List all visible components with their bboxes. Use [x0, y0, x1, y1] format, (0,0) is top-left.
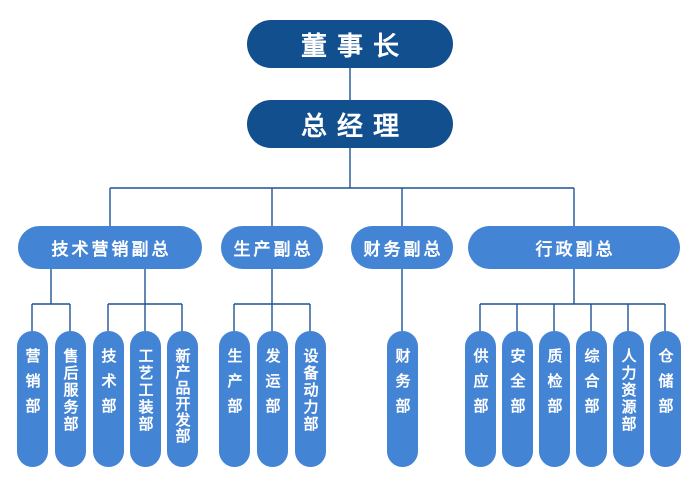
node-dept-safety: 安全部 [501, 331, 533, 467]
node-label: 营销部 [23, 348, 42, 423]
node-label: 售后服务部 [61, 348, 80, 433]
node-dept-production: 生产部 [218, 331, 250, 467]
node-dept-supply: 供应部 [464, 331, 496, 467]
node-dept-after-sales-service: 售后服务部 [54, 331, 86, 467]
node-label: 新产品开发部 [173, 348, 192, 444]
node-label: 质检部 [545, 348, 564, 423]
node-label: 设备动力部 [301, 348, 320, 433]
node-label: 生产部 [225, 348, 244, 423]
node-dept-warehouse: 仓储部 [649, 331, 681, 467]
node-dept-technology: 技术部 [92, 331, 124, 467]
node-label: 技术部 [99, 348, 118, 423]
node-label: 生产副总 [233, 240, 314, 260]
node-dept-shipping: 发运部 [256, 331, 288, 467]
node-label: 董事长 [300, 31, 409, 62]
node-label: 财务副总 [363, 240, 444, 260]
node-vp-tech-marketing: 技术营销副总 [18, 226, 202, 269]
node-label: 安全部 [508, 348, 527, 423]
node-vp-production: 生产副总 [221, 226, 323, 269]
node-label: 仓储部 [656, 348, 675, 423]
node-label: 发运部 [263, 348, 282, 423]
node-general-manager: 总经理 [247, 100, 453, 148]
node-dept-general-affairs: 综合部 [575, 331, 607, 467]
node-dept-finance: 财务部 [386, 331, 418, 467]
node-dept-human-resources: 人力资源部 [612, 331, 644, 467]
node-dept-quality-inspection: 质检部 [538, 331, 570, 467]
node-dept-equipment-power: 设备动力部 [294, 331, 326, 467]
node-label: 综合部 [582, 348, 601, 423]
node-dept-marketing: 营销部 [16, 331, 48, 467]
node-label: 人力资源部 [619, 348, 638, 433]
node-label: 总经理 [300, 111, 409, 142]
node-dept-new-product-development: 新产品开发部 [166, 331, 198, 467]
node-vp-finance: 财务副总 [351, 226, 453, 269]
node-label: 供应部 [471, 348, 490, 423]
node-label: 工艺工装部 [136, 348, 155, 433]
node-label: 技术营销副总 [51, 240, 172, 260]
node-dept-process-tooling: 工艺工装部 [129, 331, 161, 467]
node-chairman: 董事长 [247, 20, 453, 68]
node-vp-admin: 行政副总 [468, 226, 680, 269]
node-label: 财务部 [393, 348, 412, 423]
node-label: 行政副总 [535, 240, 616, 260]
